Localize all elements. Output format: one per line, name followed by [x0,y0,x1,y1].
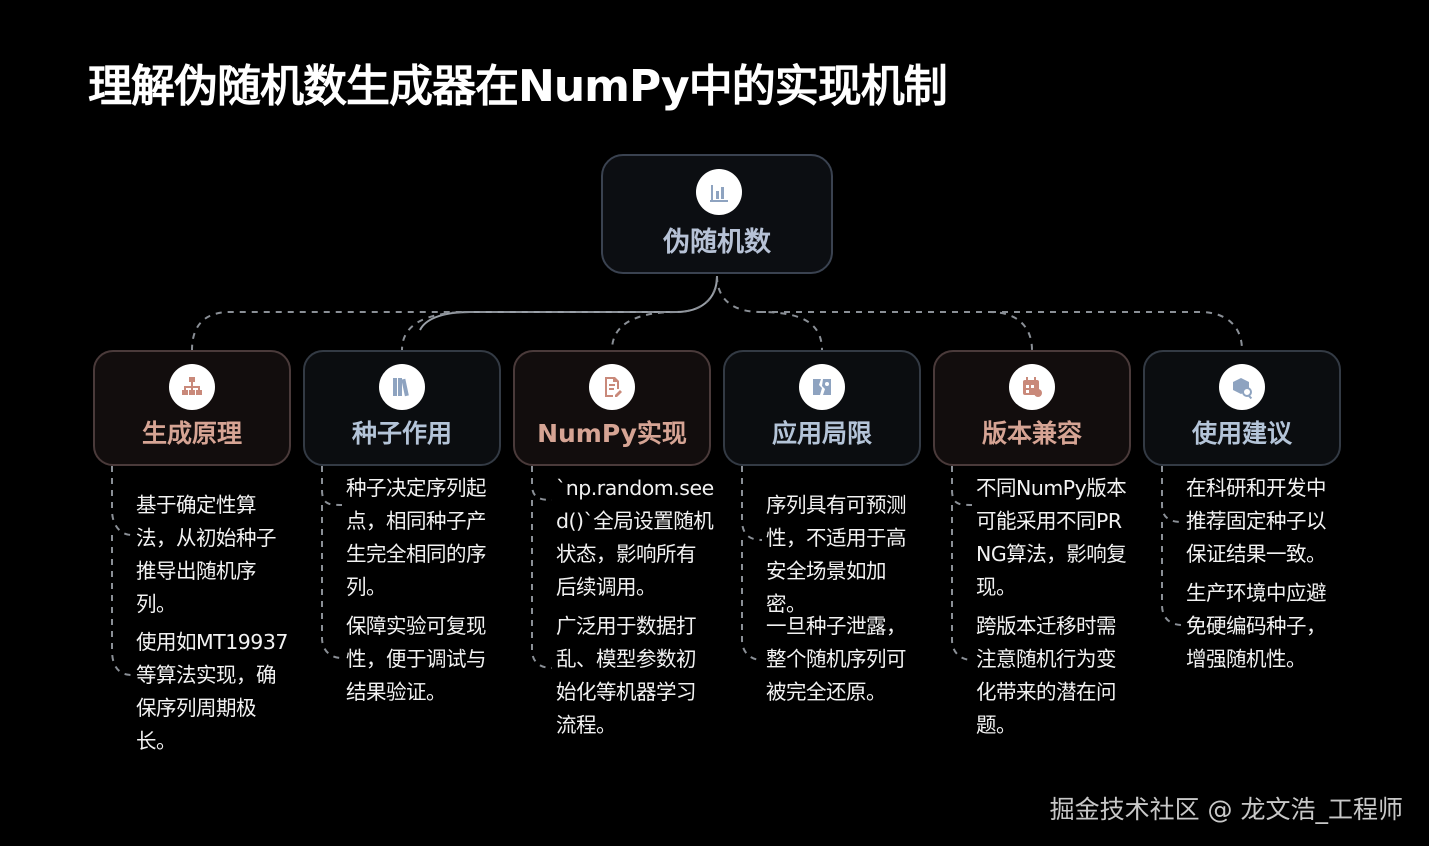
note-text: 基于确定性算法，从初始种子推导出随机序列。 [136,493,277,616]
document-edit-icon [589,364,635,410]
sitemap-icon [169,364,215,410]
leader-6 [1161,466,1183,523]
leader-3b [531,500,553,669]
connector-branch-4 [716,275,823,351]
category-card-compat: 版本兼容 [933,350,1131,466]
watermark: 掘金技术社区 @ 龙文浩_工程师 [1049,795,1403,824]
calendar-icon [1009,364,1055,410]
category-card-seed: 种子作用 [303,350,501,466]
connector-branch-3 [611,311,677,351]
note-text: 使用如MT19937等算法实现，确保序列周期极长。 [136,630,288,753]
leader-1 [111,466,133,536]
category-card-numpy: NumPy实现 [513,350,711,466]
root-node: 伪随机数 [601,154,833,274]
leader-2b [321,505,343,659]
note-text: 保障实验可复现性，便于调试与结果验证。 [346,614,487,704]
category-card-principle: 生成原理 [93,350,291,466]
category-label: 使用建议 [1191,419,1292,448]
leader-5b [951,505,973,661]
note-text: 在科研和开发中推荐固定种子以保证结果一致。 [1186,476,1327,566]
note-text: 生产环境中应避免硬编码种子，增强随机性。 [1186,581,1327,671]
category-label: 版本兼容 [981,419,1082,448]
category-card-limits: 应用局限 [723,350,921,466]
connector-branch-6 [990,311,1243,351]
note-text: 广泛用于数据打乱、模型参数初始化等机器学习流程。 [556,614,697,737]
leader-2 [321,466,343,506]
note-text: 一旦种子泄露，整个随机序列可被完全还原。 [766,614,907,704]
category-label: 应用局限 [771,419,872,448]
leader-5 [951,466,973,506]
connector-root-solid [419,275,718,331]
category-label: NumPy实现 [537,419,687,448]
connector-branch-5 [760,311,1033,351]
leader-1b [111,535,133,676]
note-text: 序列具有可预测性，不适用于高安全场景如加密。 [766,493,907,616]
box-search-icon [1219,364,1265,410]
bar-chart-icon [696,169,742,215]
leader-4 [741,466,763,541]
note-text: 跨版本迁移时需注意随机行为变化带来的潜在问题。 [976,614,1117,737]
leader-3 [531,466,553,501]
broken-image-icon [799,364,845,410]
note-text: `np.random.seed()`全局设置随机状态，影响所有后续调用。 [556,476,714,599]
connector-branch-2 [401,311,471,351]
root-label: 伪随机数 [663,227,771,258]
category-card-advice: 使用建议 [1143,350,1341,466]
page-title: 理解伪随机数生成器在NumPy中的实现机制 [88,61,948,112]
category-label: 生成原理 [141,419,242,448]
category-label: 种子作用 [351,419,452,448]
leader-4b [741,540,763,661]
note-text: 种子决定序列起点，相同种子产生完全相同的序列。 [346,476,487,599]
books-icon [379,364,425,410]
leader-6b [1161,522,1183,626]
note-text: 不同NumPy版本可能采用不同PRNG算法，影响复现。 [976,476,1127,599]
